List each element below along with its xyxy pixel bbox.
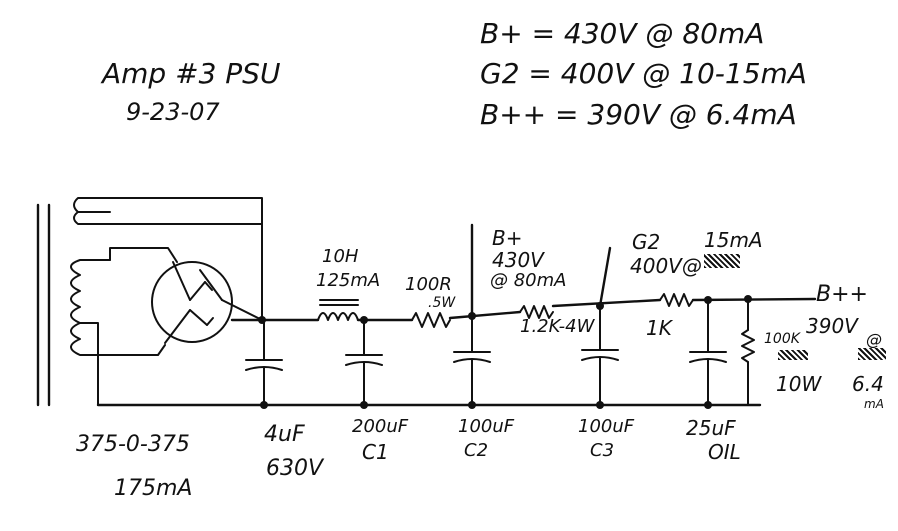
bus-seg-4 <box>551 298 662 308</box>
transformer-rating: 375-0-375 <box>76 432 190 457</box>
c0-value: 4uF <box>264 422 305 447</box>
bplus-voltage: 430V <box>492 248 544 272</box>
c3-value: 100uF <box>578 416 635 437</box>
g2-tap <box>598 246 612 308</box>
bplusplus-name: B++ <box>816 282 868 307</box>
bus-seg-5 <box>691 297 817 302</box>
bus-seg-3 <box>448 310 522 320</box>
secondary-top-lead <box>109 247 178 263</box>
c4-name: OIL <box>708 440 741 464</box>
c2-value: 100uF <box>458 416 515 437</box>
choke-10h <box>317 299 359 321</box>
resistor-100r <box>411 312 451 328</box>
bplusplus-scribble <box>858 348 886 360</box>
junction-dots <box>258 295 752 409</box>
heater-winding <box>73 197 263 233</box>
choke-inductance: 10H <box>322 246 359 267</box>
cap-c1 <box>345 319 383 406</box>
c0-voltage: 630V <box>266 456 324 481</box>
c1-value: 200uF <box>352 416 409 437</box>
g2-name: G2 <box>632 230 661 254</box>
c1-name: C1 <box>362 440 389 464</box>
r1-value: 100R <box>405 274 452 295</box>
r3-value: 1K <box>646 316 672 340</box>
g2-voltage: 400V@ <box>630 254 702 278</box>
page-title: Amp #3 PSU <box>102 57 281 90</box>
spec-bplusplus: B++ = 390V @ 6.4mA <box>480 98 797 131</box>
g2-scribble <box>704 254 740 268</box>
center-tap <box>79 322 99 406</box>
c4-value: 25uF <box>686 416 736 440</box>
c2-name: C2 <box>464 440 489 461</box>
c3-name: C3 <box>590 440 615 461</box>
bplus-current: @ 80mA <box>490 270 567 291</box>
heater-feed <box>109 197 263 321</box>
bplusplus-unit: mA <box>864 397 884 411</box>
bplusplus-current: 6.4 <box>852 372 884 396</box>
cap-c2 <box>453 317 491 406</box>
bplusplus-voltage: 390V <box>806 314 858 338</box>
bplusplus-at: @ <box>866 330 882 349</box>
date-label: 9-23-07 <box>126 98 220 126</box>
cap-c0 <box>245 319 283 406</box>
bplus-name: B+ <box>492 226 523 250</box>
transformer-core <box>36 203 51 407</box>
rectifier-tube <box>151 261 263 344</box>
secondary-winding <box>70 259 166 356</box>
resistor-1k <box>659 293 694 307</box>
r2-value: 1.2K-4W <box>520 316 595 337</box>
r4-scribble <box>778 350 808 360</box>
choke-current: 125mA <box>316 270 381 291</box>
resistor-100k <box>741 298 755 406</box>
cap-c3 <box>581 305 619 406</box>
g2-current: 15mA <box>704 228 763 252</box>
r4-value: 100K <box>764 331 800 347</box>
spec-g2: G2 = 400V @ 10-15mA <box>480 57 807 90</box>
transformer-current: 175mA <box>114 476 193 501</box>
resistor-1k2 <box>519 305 554 319</box>
r1-power: .5W <box>428 295 456 311</box>
spec-bplus: B+ = 430V @ 80mA <box>480 17 765 50</box>
cap-c4 <box>689 299 727 406</box>
r4-power: 10W <box>776 372 822 396</box>
